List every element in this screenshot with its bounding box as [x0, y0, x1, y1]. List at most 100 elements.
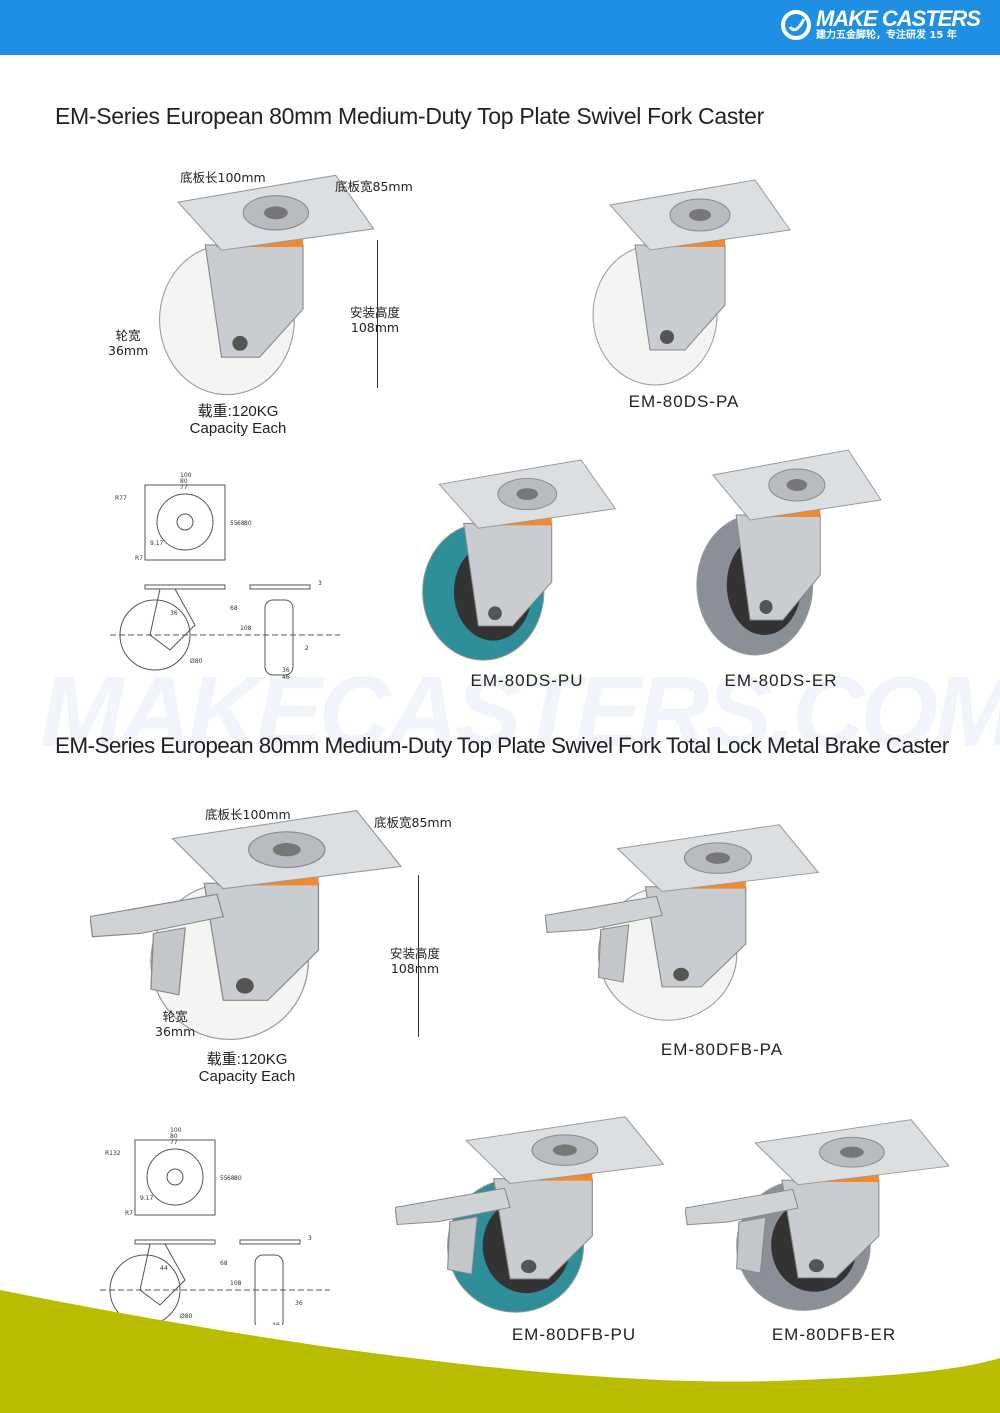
caster-illustration-main-1 — [159, 174, 375, 396]
wheel-width-cn: 轮宽 — [115, 328, 141, 343]
plate-outline — [144, 484, 226, 561]
axle-bolt — [808, 1259, 824, 1273]
kingpin — [689, 209, 711, 221]
section-title-2: EM-Series European 80mm Medium-Duty Top … — [55, 733, 949, 758]
dimension-label: 36 — [295, 1300, 303, 1307]
dimension-label: 77 — [180, 484, 188, 491]
wheel-width-cn: 轮宽 — [162, 1009, 188, 1024]
caster-group — [592, 179, 791, 386]
axle-bolt — [521, 1259, 537, 1274]
kingpin — [263, 206, 288, 220]
dimension-label: 36 — [170, 610, 178, 617]
load-en: Capacity Each — [198, 1068, 296, 1085]
brake-lever — [597, 924, 630, 983]
brand-logo[interactable]: MAKE CASTERS 建力五金脚轮，专注研发 15 年 — [780, 6, 981, 42]
axle-bolt — [488, 606, 502, 621]
caster-illustration-main-2 — [90, 809, 403, 1040]
dimension-label: 36 — [282, 667, 290, 674]
dimension-label: 80 — [180, 478, 188, 485]
dimension-label: 100 — [170, 1127, 182, 1134]
kingpin — [552, 1144, 577, 1156]
front-plate — [249, 584, 311, 590]
plate-length-label: 底板长100mm — [180, 170, 266, 185]
kingpin — [516, 488, 539, 500]
dimension-label: 68 — [220, 1260, 228, 1267]
dimension-label: 9.17 — [150, 540, 164, 547]
axle-bolt — [660, 330, 674, 344]
caster-group — [685, 1119, 950, 1311]
brake-pedal — [545, 895, 663, 934]
dimension-label: R132 — [105, 1150, 121, 1157]
dimension-label: 9.17 — [140, 1195, 154, 1202]
product-image-em-80dfb-er[interactable] — [685, 1115, 965, 1315]
dimension-label: 108 — [240, 625, 252, 632]
dimension-label: R77 — [115, 495, 127, 502]
dimension-label: 55 — [230, 520, 238, 527]
dimension-label: 3 — [318, 580, 322, 587]
brake-lever — [736, 1216, 767, 1274]
front-wheel — [254, 1254, 284, 1325]
dimension-label: 68 — [237, 520, 245, 527]
dimension-label: 80 — [170, 1133, 178, 1140]
section-title-1: EM-Series European 80mm Medium-Duty Top … — [55, 103, 764, 129]
brake-pedal — [90, 893, 225, 938]
footer-wave — [0, 1290, 1000, 1413]
dimension-label: 46 — [272, 1322, 280, 1325]
caster-group — [422, 459, 617, 661]
install-height-value: 108mm — [390, 961, 440, 976]
side-plate — [134, 1239, 216, 1245]
brand-name: MAKE CASTERS — [815, 6, 981, 31]
dimension-label: R7 — [125, 1210, 133, 1217]
plate-circle — [146, 1148, 204, 1206]
install-height-value: 108mm — [350, 320, 400, 335]
caster-group — [545, 824, 820, 1021]
axle-bolt — [673, 967, 689, 982]
brake-pedal — [685, 1188, 799, 1226]
load-cn: 载重:120KG — [197, 403, 279, 420]
model-label: EM-80DFB-PA — [660, 1040, 784, 1059]
model-label: EM-80DFB-ER — [771, 1325, 897, 1344]
dimension-label: 44 — [160, 1265, 168, 1272]
kingpin — [840, 1146, 864, 1158]
kingpin — [786, 479, 808, 491]
product-image-em-80dfb-pu[interactable] — [395, 1112, 680, 1317]
dimension-label: 68 — [227, 1175, 235, 1182]
brake-pedal — [395, 1187, 511, 1226]
side-plate — [144, 584, 226, 590]
wheel-width-value: 36mm — [155, 1024, 196, 1039]
kingpin-circle — [166, 1168, 184, 1186]
dimension-label: 3 — [308, 1235, 312, 1242]
dimension-label: 55 — [220, 1175, 228, 1182]
dimension-label: 46 — [282, 674, 290, 680]
model-label: EM-80DS-ER — [724, 671, 838, 690]
product-image-em-80dfb-pa[interactable] — [545, 820, 835, 1025]
dimension-label: R7 — [135, 555, 143, 562]
product-image-em-80ds-pa[interactable] — [575, 175, 805, 390]
load-en: Capacity Each — [189, 420, 287, 437]
brake-lever — [150, 927, 186, 996]
axle-bolt — [232, 335, 248, 351]
side-fork — [149, 588, 196, 651]
wave-shape — [0, 1290, 1000, 1413]
logo-swirl-icon — [780, 10, 811, 40]
model-label: EM-80DFB-PU — [511, 1325, 637, 1344]
model-label: EM-80DS-PA — [628, 392, 740, 411]
brake-lever — [447, 1216, 478, 1275]
kingpin-circle — [176, 513, 194, 531]
front-plate — [239, 1239, 301, 1245]
product-image-em-80ds-er[interactable] — [680, 445, 895, 660]
product-image-em-80ds-pu[interactable] — [405, 455, 630, 665]
caster-group — [159, 174, 375, 396]
dimension-label: Ø80 — [190, 658, 203, 665]
side-fork — [139, 1243, 186, 1306]
plate-length-label: 底板长100mm — [205, 807, 291, 822]
watermark: MAKECASTERS.COM — [40, 656, 1000, 768]
wheel-width-value: 36mm — [108, 343, 149, 358]
